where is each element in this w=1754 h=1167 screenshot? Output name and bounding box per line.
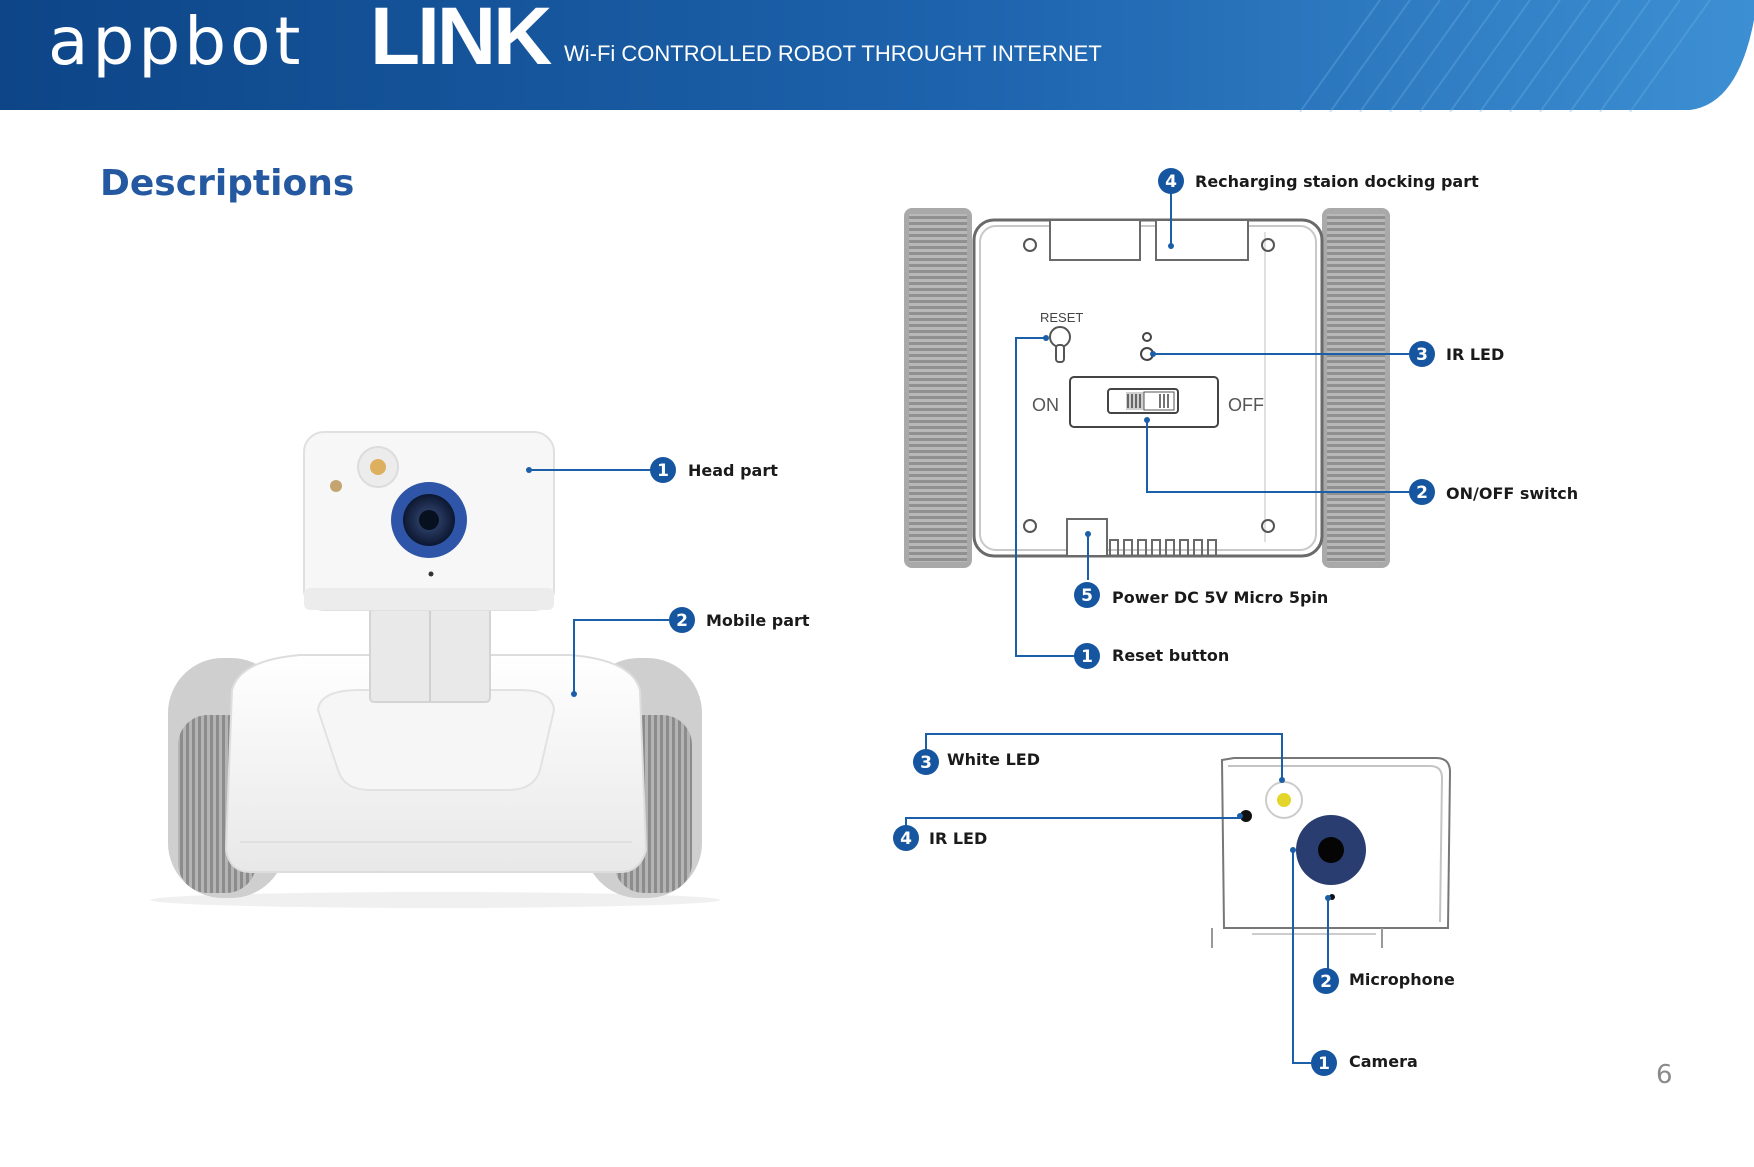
badge-docking-part: 4 (1158, 168, 1184, 194)
label-docking-part: Recharging staion docking part (1195, 172, 1479, 191)
svg-text:1: 1 (1081, 647, 1093, 667)
rear-callout-lines (1015, 192, 1409, 657)
svg-text:2: 2 (676, 611, 688, 631)
svg-text:4: 4 (1165, 172, 1177, 192)
label-camera: Camera (1349, 1052, 1418, 1071)
badge-on-off-switch: 2 (1409, 479, 1435, 505)
label-microphone: Microphone (1349, 970, 1455, 989)
svg-text:1: 1 (657, 461, 669, 481)
label-reset-button: Reset button (1112, 646, 1230, 665)
svg-text:2: 2 (1320, 972, 1332, 992)
label-rear-ir-led: IR LED (1446, 345, 1505, 364)
label-white-led: White LED (947, 750, 1040, 769)
white-led-shape (1277, 793, 1291, 807)
badge-white-led: 3 (913, 749, 939, 775)
header-stripes (1299, 0, 1711, 112)
robot-overview-illustration (150, 431, 720, 908)
svg-text:5: 5 (1081, 586, 1093, 606)
page-title: Descriptions (100, 163, 355, 204)
badge-mobile-part: 2 (669, 607, 695, 633)
svg-text:4: 4 (900, 829, 912, 849)
header-background (0, 0, 1754, 112)
header-shape (0, 0, 1754, 110)
page-number: 6 (1656, 1060, 1673, 1090)
docking-slot-right (1155, 219, 1249, 261)
robot-head-illustration (1211, 757, 1452, 948)
label-head-part: Head part (688, 461, 778, 480)
svg-text:1: 1 (1318, 1054, 1330, 1074)
header-tagline: Wi-Fi CONTROLLED ROBOT THROUGHT INTERNET (564, 41, 1102, 66)
ir-led-shape (1240, 810, 1252, 822)
docking-slot-left (1049, 219, 1141, 261)
svg-text:3: 3 (1416, 345, 1428, 365)
svg-text:3: 3 (920, 753, 932, 773)
badge-camera: 1 (1311, 1050, 1337, 1076)
off-label: OFF (1228, 395, 1264, 415)
label-head-ir-led: IR LED (929, 829, 988, 848)
brand-logo-light: appbot (48, 3, 305, 80)
label-power-dc: Power DC 5V Micro 5pin (1112, 588, 1329, 607)
label-on-off-switch: ON/OFF switch (1446, 484, 1579, 503)
svg-text:2: 2 (1416, 483, 1428, 503)
rear-vents (1109, 539, 1217, 556)
robot-rear-illustration (904, 208, 1390, 568)
overview-callout-lines (529, 469, 669, 694)
badge-rear-ir-led: 3 (1409, 341, 1435, 367)
badge-reset-button: 1 (1074, 643, 1100, 669)
on-label: ON (1032, 395, 1059, 415)
badge-head-part: 1 (650, 457, 676, 483)
reset-label: RESET (1040, 310, 1083, 325)
label-mobile-part: Mobile part (706, 611, 810, 630)
badge-microphone: 2 (1313, 968, 1339, 994)
header-banner: appbot LINK Wi-Fi CONTROLLED ROBOT THROU… (0, 0, 1754, 112)
brand-logo-bold: LINK (370, 0, 552, 82)
badge-head-ir-led: 4 (893, 825, 919, 851)
badge-power-dc: 5 (1074, 582, 1100, 608)
